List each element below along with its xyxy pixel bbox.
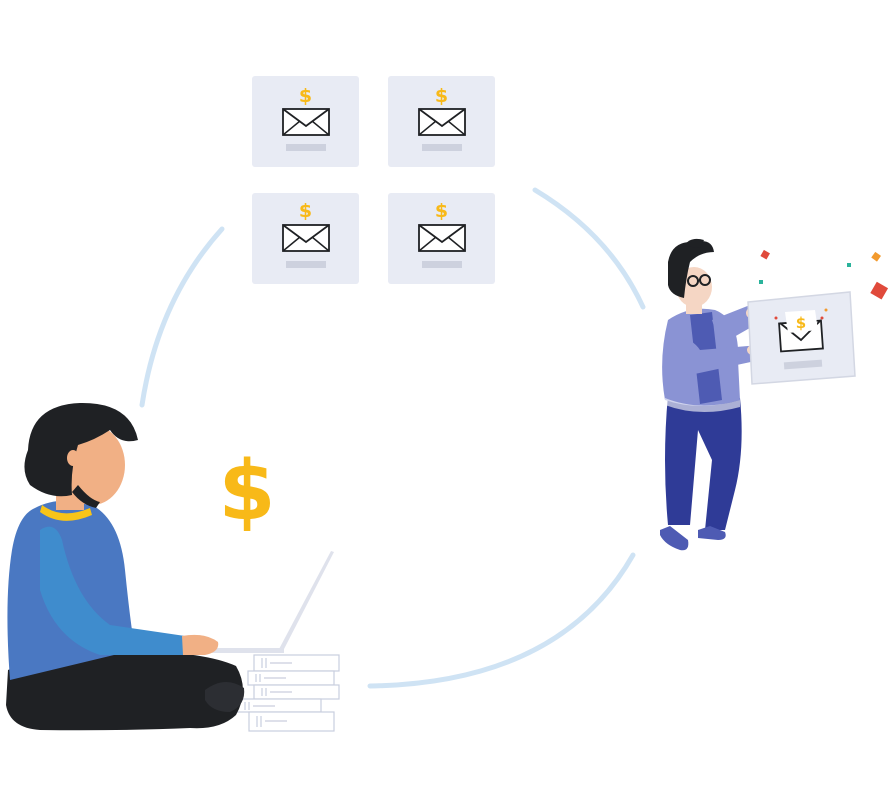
- man-glasses-icon: [687, 274, 711, 287]
- man-holding-card: $: [660, 238, 856, 551]
- dollar-sign-icon: $: [796, 314, 806, 332]
- envelope-icon: [282, 108, 330, 136]
- woman-with-laptop: [6, 402, 340, 732]
- laptop-icon: [212, 551, 334, 653]
- woman-pants: [6, 651, 243, 731]
- confetti-icon: [759, 249, 889, 300]
- cycle-arcs: [139, 187, 646, 689]
- woman-hair: [24, 402, 139, 497]
- woman-arm: [40, 526, 186, 655]
- card-bar: [783, 359, 823, 370]
- envelope-icon: [418, 224, 466, 252]
- man-hair: [668, 241, 714, 298]
- envelope-icon: [418, 108, 466, 136]
- envelope-card-grid: $ $ $: [252, 76, 495, 284]
- cycle-arc-bottom: [367, 552, 636, 689]
- man-pants: [665, 395, 742, 530]
- card-bar: [422, 261, 462, 268]
- envelope-card: $: [252, 193, 359, 284]
- dollar-sign-icon: $: [435, 200, 448, 222]
- man-arm: [712, 305, 755, 345]
- card-bar: [422, 144, 462, 151]
- cycle-arc-left: [139, 226, 225, 408]
- dollar-sign-icon: $: [435, 85, 448, 107]
- envelope-card: $: [388, 76, 495, 167]
- envelope-card: $: [252, 76, 359, 167]
- card-bar: [286, 261, 326, 268]
- envelope-card: $: [388, 193, 495, 284]
- card-bar: [286, 144, 326, 151]
- man-shoe-left: [660, 526, 689, 551]
- book-stack-icon: [236, 654, 340, 732]
- big-dollar-sign-icon: $: [218, 444, 275, 539]
- cycle-arc-top-right: [532, 187, 646, 310]
- dollar-sign-icon: $: [299, 200, 312, 222]
- woman-hand: [182, 634, 219, 655]
- envelope-icon: [282, 224, 330, 252]
- dollar-sign-icon: $: [299, 85, 312, 107]
- held-envelope-card: $: [747, 291, 856, 385]
- man-shoe-right: [698, 526, 726, 540]
